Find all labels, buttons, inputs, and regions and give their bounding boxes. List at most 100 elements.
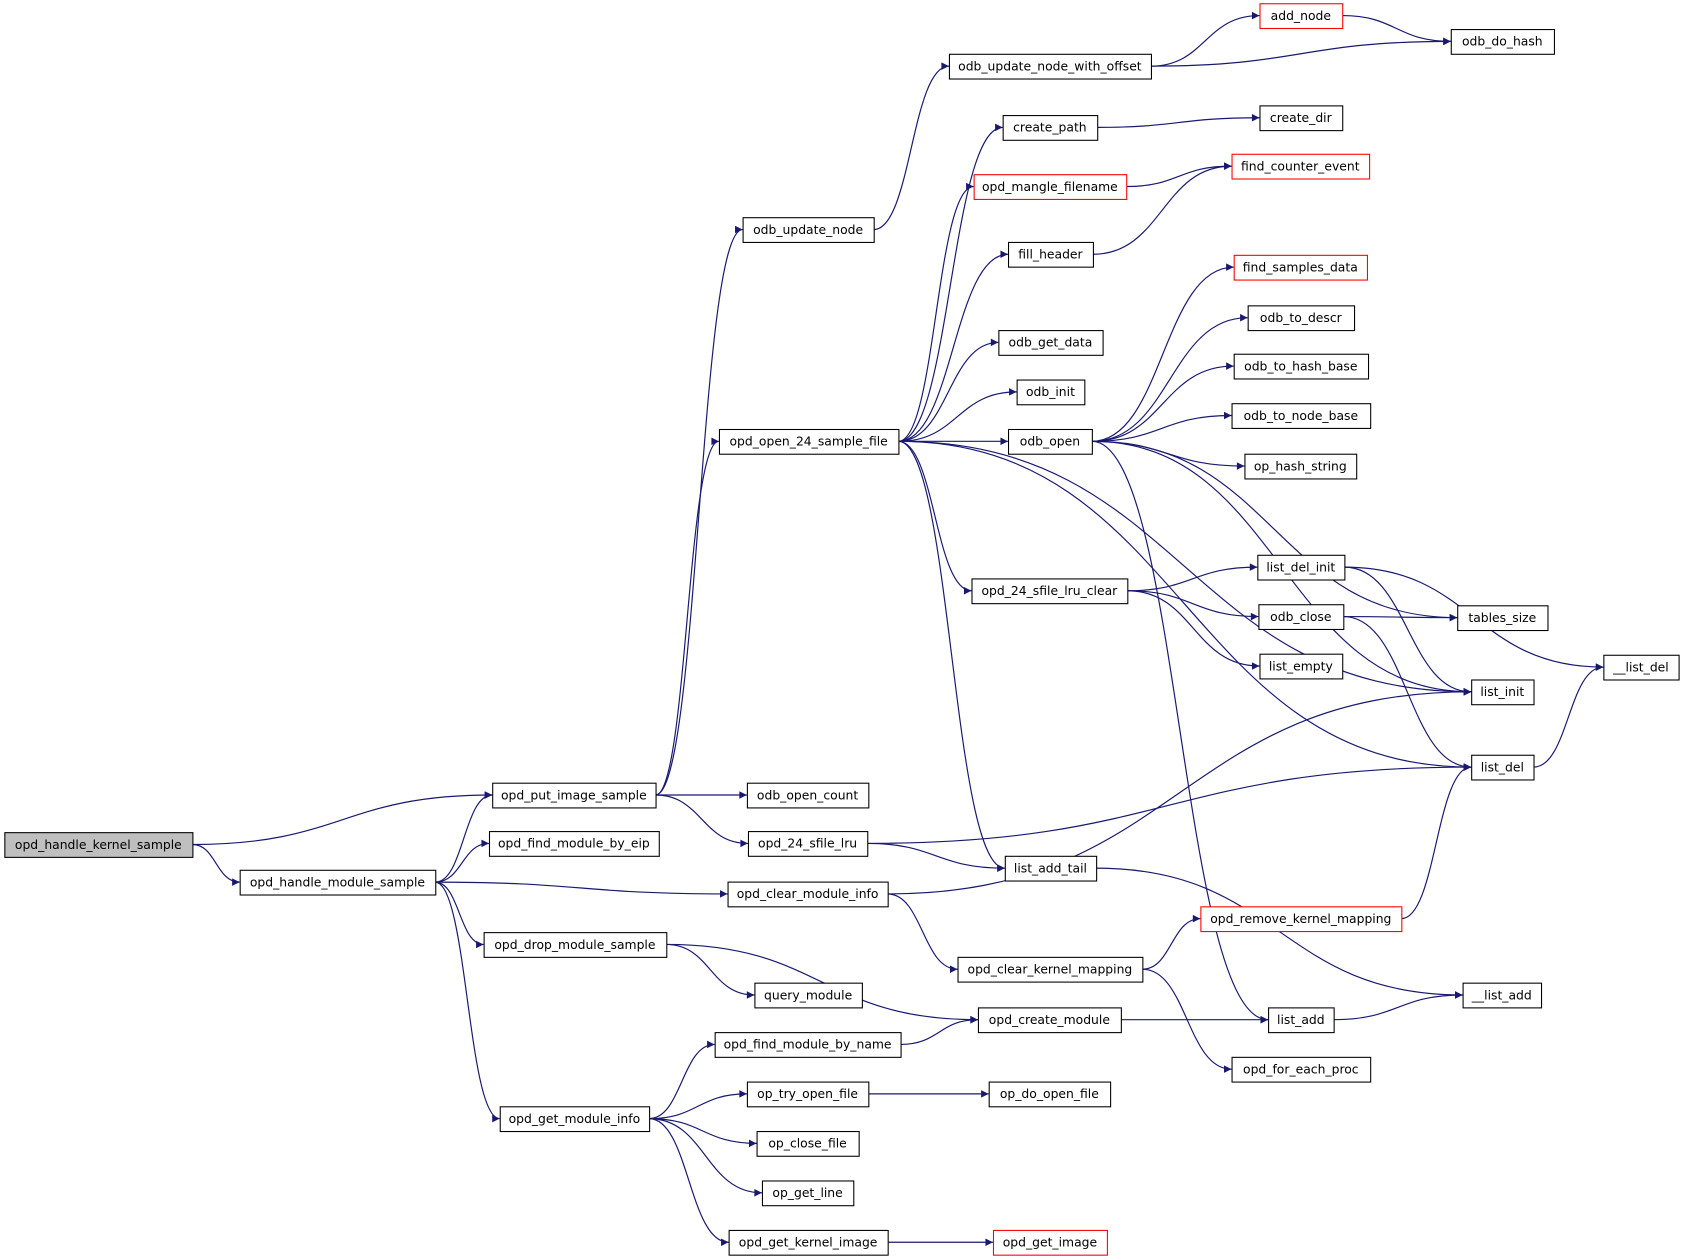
- node-opd-open-24-sample-file[interactable]: opd_open_24_sample_file: [718, 428, 900, 455]
- edge-opd-open-24-sample-file-to-odb-get-data: [898, 338, 999, 442]
- node-box: [718, 428, 900, 455]
- node-box: [1450, 29, 1555, 55]
- edge-odb-open-to-odb-to-node-base: [1091, 411, 1232, 442]
- edge-odb-open-to-tables-size: [1091, 440, 1458, 622]
- node-box: [742, 217, 875, 243]
- node-label: add_node: [1271, 9, 1331, 23]
- node-odb-close[interactable]: odb_close: [1258, 604, 1345, 630]
- edge-opd-get-module-info-to-op-try-open-file: [649, 1090, 747, 1120]
- node-odb-do-hash[interactable]: odb_do_hash: [1450, 29, 1555, 55]
- node-opd-put-image-sample[interactable]: opd_put_image_sample: [492, 782, 657, 809]
- node-list-del[interactable]: list_del: [1471, 754, 1535, 781]
- node-box: [1007, 241, 1094, 268]
- node-box: [1259, 105, 1344, 132]
- node-opd-24-sfile-lru-clear[interactable]: opd_24_sfile_lru_clear: [971, 578, 1129, 605]
- edge-opd-24-sfile-lru-to-list-del: [867, 763, 1472, 844]
- node-opd-clear-kernel-mapping[interactable]: opd_clear_kernel_mapping: [957, 956, 1144, 983]
- edge-opd-open-24-sample-file-to-list-del: [898, 440, 1472, 771]
- node-opd-create-module[interactable]: opd_create_module: [977, 1007, 1122, 1034]
- node-odb-update-node-with-offset[interactable]: odb_update_node_with_offset: [948, 53, 1152, 80]
- node-op-do-open-file[interactable]: op_do_open_file: [988, 1081, 1112, 1108]
- edge-odb-open-to-list-add: [1091, 440, 1269, 1024]
- node-list-del-init[interactable]: list_del_init: [1257, 554, 1346, 581]
- edge-opd-drop-module-sample-to-query-module: [666, 943, 755, 999]
- node-label: opd_24_sfile_lru_clear: [981, 584, 1118, 598]
- node-list-init[interactable]: list_init: [1471, 679, 1535, 706]
- node-box: [1603, 654, 1680, 681]
- node-add-node[interactable]: add_node: [1259, 3, 1344, 30]
- node-find-counter-event[interactable]: find_counter_event: [1231, 153, 1371, 180]
- node-list-del[interactable]: __list_del: [1603, 654, 1680, 681]
- node-box: [973, 174, 1128, 200]
- node-list-add[interactable]: list_add: [1268, 1007, 1335, 1034]
- node-box: [1257, 554, 1346, 581]
- node-odb-open-count[interactable]: odb_open_count: [746, 782, 870, 809]
- edge-opd-open-24-sample-file-to-list-init: [898, 440, 1472, 696]
- node-box: [728, 1229, 889, 1256]
- node-opd-mangle-filename[interactable]: opd_mangle_filename: [973, 174, 1128, 200]
- node-label: query_module: [764, 988, 852, 1002]
- node-op-close-file[interactable]: op_close_file: [756, 1130, 860, 1157]
- node-opd-get-module-info[interactable]: opd_get_module_info: [499, 1106, 651, 1133]
- node-opd-find-module-by-eip[interactable]: opd_find_module_by_eip: [488, 831, 660, 857]
- node-find-samples-data[interactable]: find_samples_data: [1233, 254, 1368, 281]
- node-odb-init[interactable]: odb_init: [1016, 379, 1086, 406]
- node-opd-remove-kernel-mapping[interactable]: opd_remove_kernel_mapping: [1200, 906, 1403, 933]
- edge-opd-24-sfile-lru-clear-to-list-empty: [1127, 590, 1260, 670]
- node-odb-get-data[interactable]: odb_get_data: [998, 330, 1104, 356]
- node-opd-handle-kernel-sample[interactable]: opd_handle_kernel_sample: [4, 832, 194, 858]
- node-op-try-open-file[interactable]: op_try_open_file: [746, 1081, 870, 1108]
- node-label: opd_handle_kernel_sample: [15, 838, 182, 852]
- node-box: [754, 982, 863, 1009]
- node-odb-to-node-base[interactable]: odb_to_node_base: [1231, 403, 1372, 429]
- edge-add-node-to-odb-do-hash: [1342, 14, 1451, 46]
- node-create-dir[interactable]: create_dir: [1259, 105, 1344, 132]
- edge-list-del-to-list-del: [1533, 663, 1604, 768]
- edge-odb-update-node-with-offset-to-add-node: [1150, 11, 1260, 67]
- node-box: [488, 831, 660, 857]
- edge-opd-clear-module-info-to-opd-clear-kernel-mapping: [887, 893, 958, 973]
- node-box: [957, 956, 1144, 983]
- edge-list-del-init-to-list-init: [1344, 566, 1472, 696]
- node-opd-for-each-proc[interactable]: opd_for_each_proc: [1231, 1056, 1372, 1083]
- node-opd-24-sfile-lru[interactable]: opd_24_sfile_lru: [747, 831, 869, 857]
- edge-odb-open-to-odb-to-hash-base: [1091, 362, 1234, 442]
- node-box: [1259, 3, 1344, 30]
- edge-opd-handle-kernel-sample-to-opd-handle-module-sample: [192, 843, 240, 886]
- node-opd-handle-module-sample[interactable]: opd_handle_module_sample: [239, 869, 437, 896]
- edge-opd-handle-module-sample-to-opd-put-image-sample: [435, 791, 493, 883]
- node-opd-get-image[interactable]: opd_get_image: [992, 1229, 1108, 1256]
- edge-opd-put-image-sample-to-opd-open-24-sample-file: [655, 437, 720, 796]
- node-box: [492, 782, 657, 809]
- node-box: [1471, 754, 1535, 781]
- node-label: create_dir: [1270, 111, 1333, 125]
- node-list-empty[interactable]: list_empty: [1259, 653, 1344, 680]
- node-list-add[interactable]: __list_add: [1462, 982, 1543, 1009]
- node-odb-to-hash-base[interactable]: odb_to_hash_base: [1233, 353, 1370, 380]
- node-opd-find-module-by-name[interactable]: opd_find_module_by_name: [714, 1032, 902, 1058]
- node-label: odb_open_count: [757, 788, 858, 802]
- node-box: [714, 1032, 902, 1058]
- node-box: [1231, 153, 1371, 180]
- node-label: list_empty: [1269, 659, 1333, 673]
- node-odb-update-node[interactable]: odb_update_node: [742, 217, 875, 243]
- node-opd-get-kernel-image[interactable]: opd_get_kernel_image: [728, 1229, 889, 1256]
- node-op-get-line[interactable]: op_get_line: [761, 1180, 855, 1207]
- node-opd-clear-module-info[interactable]: opd_clear_module_info: [727, 881, 889, 908]
- edge-odb-update-node-to-odb-update-node-with-offset: [873, 62, 949, 231]
- node-label: list_del_init: [1266, 560, 1335, 574]
- edge-fill-header-to-find-counter-event: [1092, 162, 1232, 255]
- node-query-module[interactable]: query_module: [754, 982, 863, 1009]
- node-odb-open[interactable]: odb_open: [1007, 428, 1093, 455]
- edge-odb-update-node-with-offset-to-odb-do-hash: [1150, 37, 1451, 67]
- node-fill-header[interactable]: fill_header: [1007, 241, 1094, 268]
- node-tables-size[interactable]: tables_size: [1457, 605, 1549, 632]
- node-create-path[interactable]: create_path: [1002, 115, 1099, 141]
- node-op-hash-string[interactable]: op_hash_string: [1244, 453, 1358, 480]
- node-odb-to-descr[interactable]: odb_to_descr: [1247, 305, 1356, 332]
- node-label: op_hash_string: [1254, 459, 1347, 473]
- node-box: [483, 932, 668, 958]
- node-list-add-tail[interactable]: list_add_tail: [1004, 855, 1098, 882]
- edge-opd-open-24-sample-file-to-odb-init: [898, 388, 1017, 442]
- node-opd-drop-module-sample[interactable]: opd_drop_module_sample: [483, 932, 668, 958]
